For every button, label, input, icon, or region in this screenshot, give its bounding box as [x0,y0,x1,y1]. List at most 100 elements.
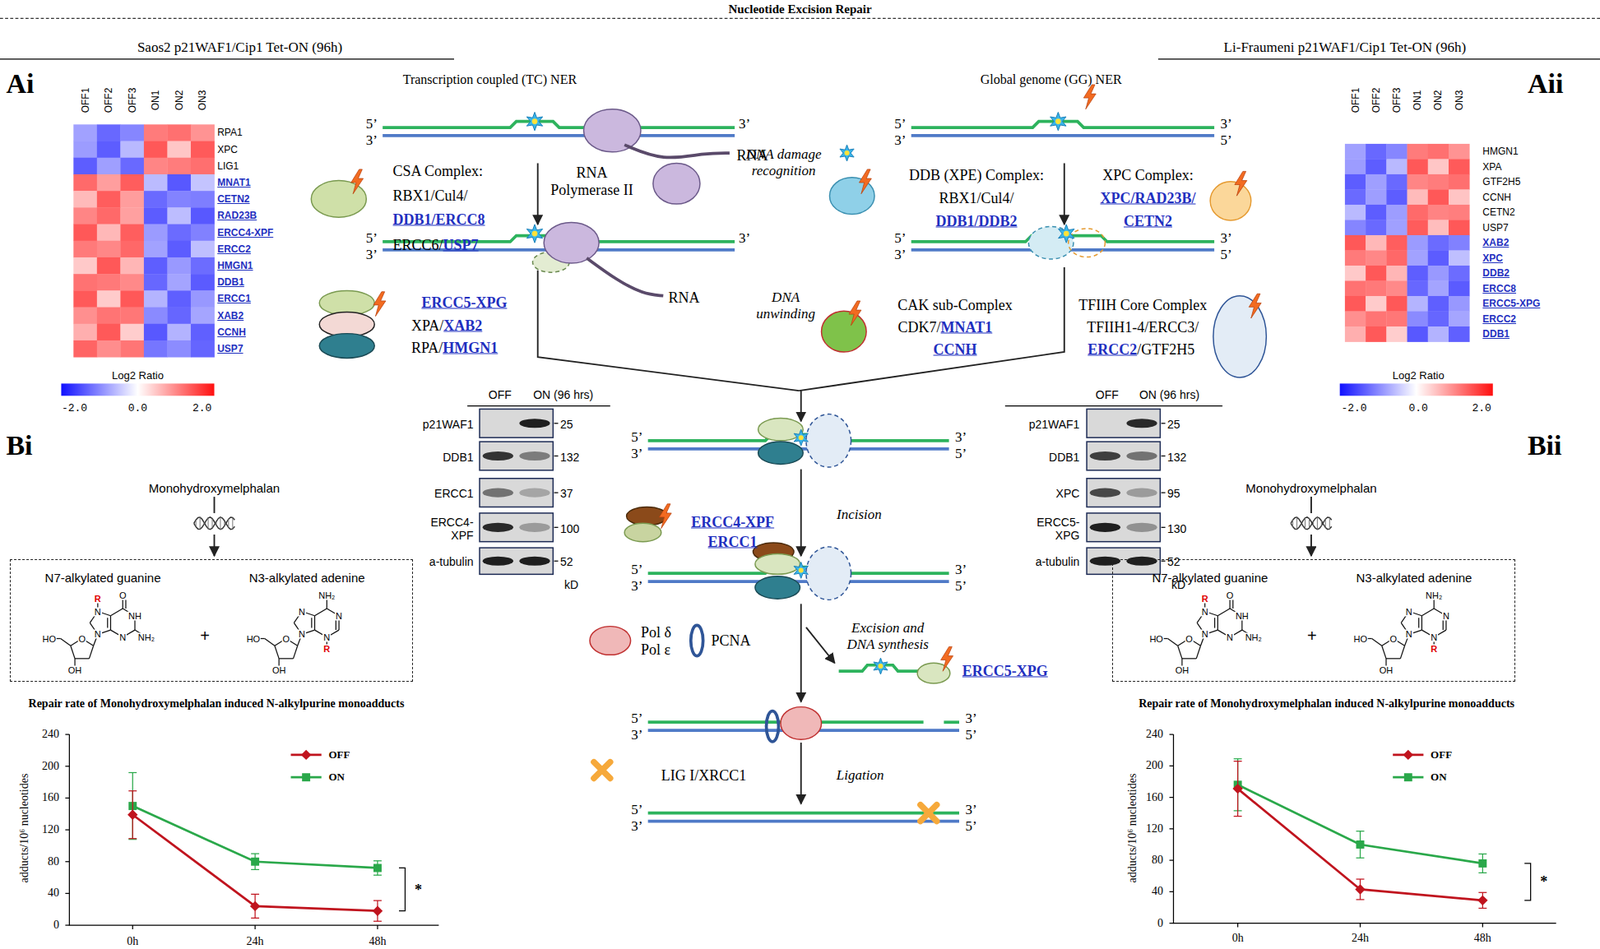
dna-helix-rung [204,522,205,525]
strand-end: 3’ [1220,231,1233,246]
heatmap-cell [1448,235,1471,251]
dna-helix [1290,517,1332,530]
blot-panel [1086,513,1160,543]
frame-line [0,18,1600,19]
heatmap-cell [97,340,121,358]
heatmap-cell [1386,296,1408,312]
axis-label: adducts/10⁶ nucleotides [18,774,32,884]
strand-end: 5’ [366,116,378,131]
protein-blob [758,441,804,464]
legend-text: OFF [1430,748,1452,762]
gene-label: CETN2 [217,193,250,205]
data-marker [1477,895,1488,906]
strand-end: 5’ [630,802,643,817]
heatmap-cell [1386,143,1408,160]
atom-label: OH [1378,665,1395,675]
heatmap-cell [166,273,191,292]
axis-tick [64,797,70,799]
dna-helix-rung [1292,519,1294,527]
damage-star [526,224,543,243]
heatmap-cell [97,207,121,225]
strand-end: 5’ [894,231,906,246]
error-bar [1233,816,1243,817]
heatmap-cell [190,207,215,225]
dna-helix-rung [1329,518,1331,530]
panel-letter: Aii [1527,68,1563,100]
blot-panel [1086,408,1160,438]
data-marker [373,864,382,873]
error-bar [373,875,382,877]
heatmap-cell [1428,265,1450,282]
atom-label: R [1201,593,1210,603]
legend-sample-marker [1403,750,1414,761]
significance-bracket [1524,863,1531,901]
axis-tick [1169,765,1174,767]
atom-label: R [1429,644,1438,654]
axis-tick [1237,923,1239,928]
gene-label: LIG1 [217,160,239,172]
dna-helix-rung [1312,521,1314,526]
data-line [132,806,378,868]
heatmap-cell [1386,204,1408,221]
pathway-text: LIG I/XRCC1 [661,766,747,784]
heatmap-cell [190,141,215,159]
error-bar [373,921,382,923]
protein-blob [780,707,822,741]
heatmap-cell [1448,204,1471,221]
blot-band [1126,418,1157,428]
atom-label: HO [1148,634,1165,644]
heatmap-cell [1344,250,1367,266]
blot-label: XPC [1056,486,1081,501]
text-line: ERCC4- [430,515,474,529]
axis-tick [64,861,70,863]
frame-line [0,58,455,60]
blot-tick [554,561,559,562]
heatmap-cell [1428,296,1450,312]
chemical-bond [1382,645,1387,659]
atom-label: N [1201,607,1210,617]
damage-star-core [798,435,804,441]
chemical-bond [60,639,71,647]
illustration [0,18,1600,930]
heatmap-cell [166,307,191,325]
heatmap-cell [1344,296,1367,312]
atom-label: NH₂ [1244,632,1263,642]
heatmap-cell [97,157,121,176]
heatmap-cell [1428,280,1450,297]
heatmap-cell [1428,158,1450,175]
structure-box: N7-alkylated guanineN3-alkylated adenine… [9,559,413,682]
heatmap-cell [1386,235,1408,251]
data-marker [1478,859,1487,868]
heatmap-cell [143,207,168,225]
protein-blob [1213,296,1267,378]
heatmap-cell [1386,265,1408,282]
blot-label: 130 [1167,522,1187,536]
axis-tick [1169,797,1174,798]
step-label: Ligation [836,767,885,784]
axis-tick [64,765,70,767]
heatmap-cell [1407,174,1429,191]
damage-star [839,144,854,162]
strand-end: 5’ [964,818,977,833]
heatmap-cell [1407,250,1429,266]
heatmap-cell [1365,250,1387,266]
heatmap-cell [143,124,168,142]
heatmap-cell [1448,310,1471,327]
axis-label: adducts/10⁶ nucleotides [1126,774,1140,884]
heatmap-cell [166,190,191,209]
chemical-bond [88,645,93,659]
chemical-bond [310,617,312,628]
dna-helix-rung [219,517,221,530]
gene-label: RAD23B [217,209,257,222]
atom-label: O [1184,634,1194,644]
dna-helix-rung [1321,520,1322,526]
blot-label: a-tubulin [1035,555,1081,569]
heatmap-cell [1428,250,1450,266]
heatmap-cell [1365,280,1387,297]
protein-blob [653,162,701,205]
flow-line [213,496,216,514]
dna-helix-rung [1325,519,1327,528]
flow-arrow [213,534,216,557]
damage-star [526,111,543,130]
gene-label: CCNH [1482,191,1512,204]
